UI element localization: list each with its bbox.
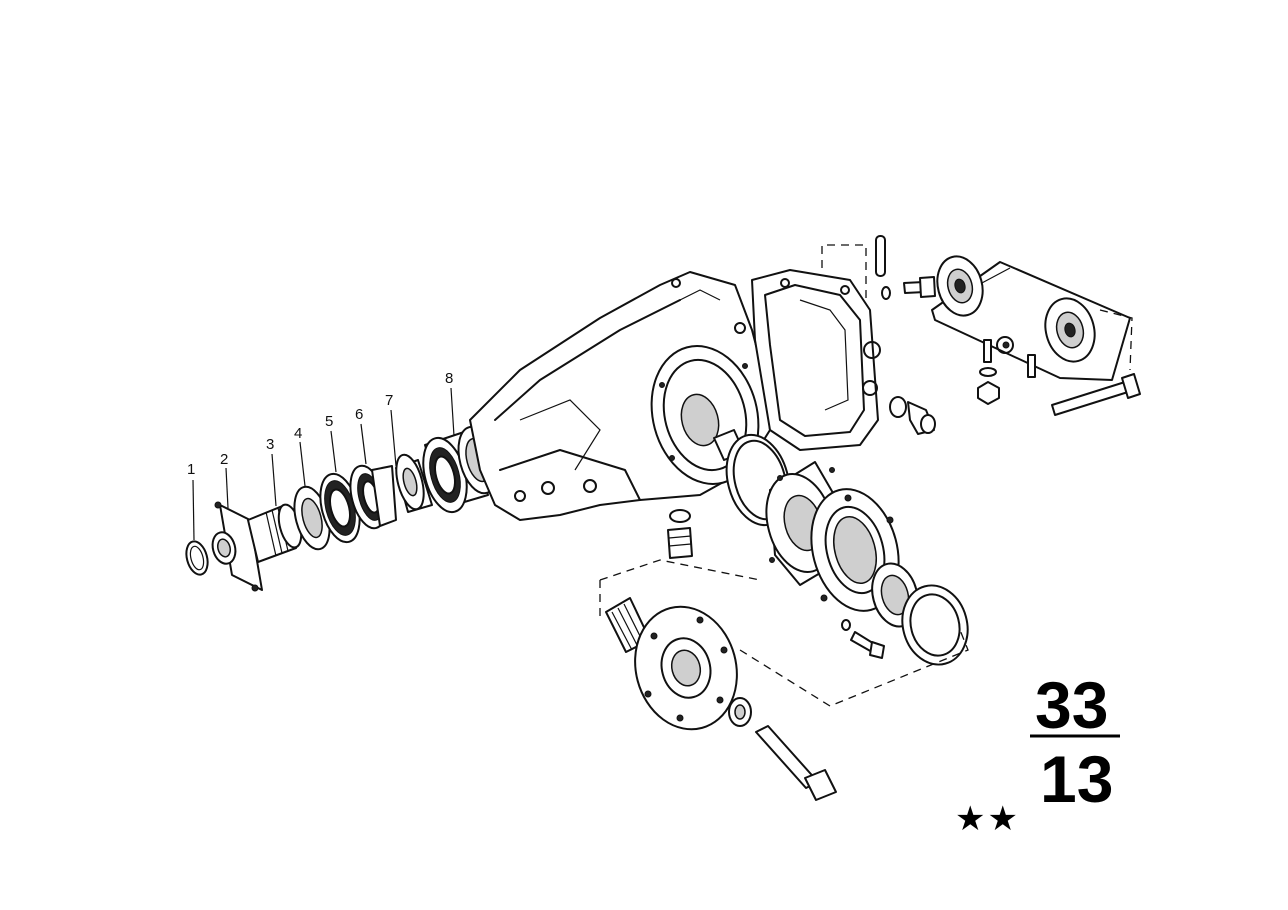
cover-dashed-bracket — [821, 244, 867, 300]
bolt-top[interactable] — [903, 276, 936, 298]
leader-line-2 — [225, 467, 229, 509]
leader-line-6 — [360, 423, 367, 465]
callout-6: 6 — [355, 406, 363, 423]
washer-bottom[interactable] — [728, 697, 752, 727]
leader-line-8 — [450, 387, 455, 437]
mount-stud-and-nut[interactable] — [977, 339, 1036, 405]
callout-2: 2 — [220, 451, 228, 468]
drain-plug-with-washer[interactable] — [889, 396, 936, 435]
leader-line-4 — [299, 441, 306, 487]
part-7-spacer-sleeve[interactable] — [391, 452, 433, 513]
group-number-block: 33 13 — [1030, 668, 1120, 816]
vent-pin[interactable] — [875, 235, 891, 300]
output-seal-large[interactable] — [894, 578, 977, 672]
leader-line-7 — [390, 409, 397, 467]
callout-3: 3 — [266, 436, 274, 453]
part-1-circlip[interactable] — [183, 539, 211, 577]
part-6-bearing-race[interactable] — [344, 462, 397, 532]
filler-plug-bottom[interactable] — [667, 509, 693, 559]
callout-8: 8 — [445, 370, 453, 387]
callout-4: 4 — [294, 425, 302, 442]
output-assembly-dashed-frame — [599, 559, 969, 707]
callout-5: 5 — [325, 413, 333, 430]
main-group-number: 33 — [1035, 668, 1108, 742]
sub-group-number: 13 — [1040, 742, 1113, 816]
callout-7: 7 — [385, 392, 393, 409]
callout-1: 1 — [187, 461, 195, 478]
star-rating-icon: ★★ — [955, 799, 1020, 839]
leader-line-5 — [330, 430, 337, 473]
leader-line-1 — [192, 479, 195, 541]
part-2-flange-with-nut[interactable] — [209, 501, 263, 592]
long-bolt-right[interactable] — [1051, 373, 1141, 416]
long-bolt-bottom[interactable] — [755, 725, 837, 801]
drive-flange-with-splined-shaft[interactable] — [605, 595, 750, 741]
housing-cover[interactable] — [751, 269, 881, 451]
flange-bolt-small[interactable] — [841, 619, 885, 659]
rubber-mount-bracket[interactable] — [931, 251, 1133, 381]
leader-line-3 — [271, 453, 277, 507]
